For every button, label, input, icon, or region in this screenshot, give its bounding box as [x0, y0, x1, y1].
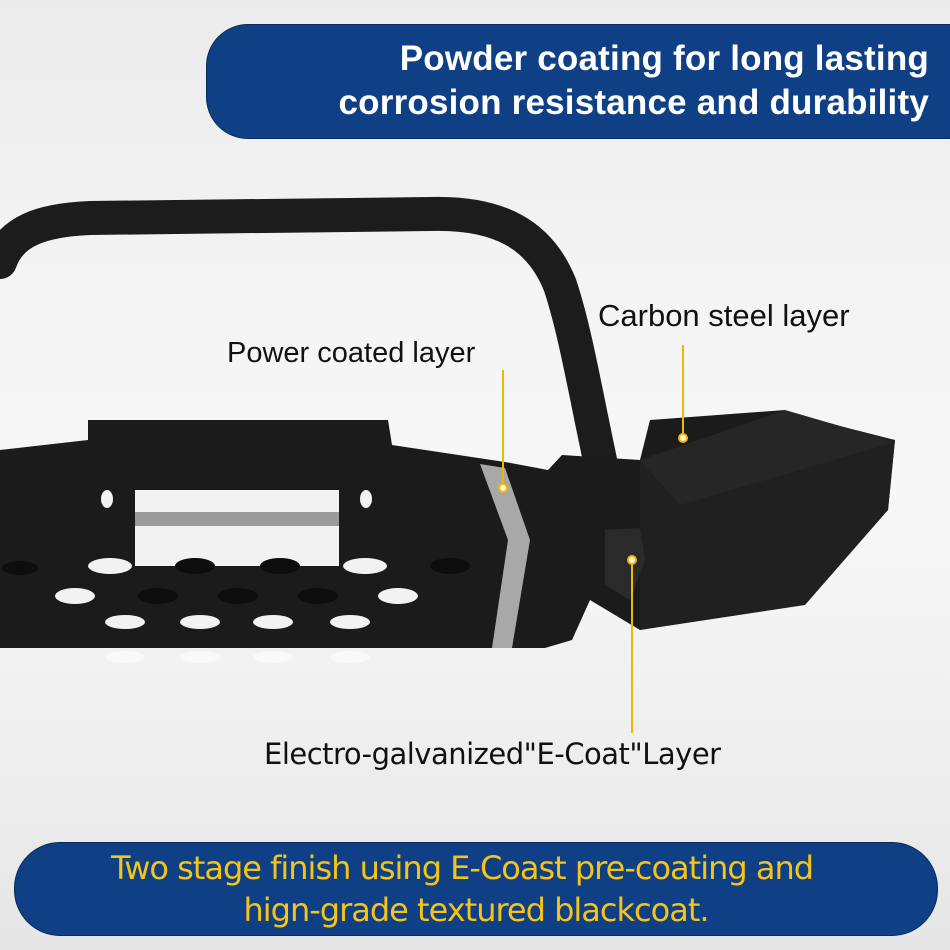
footer-line-1: Two stage finish using E-Coast pre-coati… [110, 849, 814, 887]
callout-carbon-steel-layer: Carbon steel layer [598, 298, 850, 333]
bumper-hoop [0, 196, 617, 477]
powder-coat-stripe [480, 464, 530, 648]
skid-plate-holes [2, 558, 470, 629]
footer-banner: Two stage finish using E-Coast pre-coati… [14, 842, 938, 936]
shackle-mount [605, 528, 645, 600]
callout-e-coat-layer: Electro-galvanized"E-Coat"Layer [264, 737, 721, 771]
footer-line-2: hign-grade textured blackcoat. [243, 891, 709, 929]
callout-power-coated-layer: Power coated layer [227, 337, 476, 369]
header-line-2: corrosion resistance and durability [338, 83, 929, 122]
callout-markers [498, 345, 688, 733]
winch-opening [135, 490, 339, 566]
header-banner: Powder coating for long lasting corrosio… [206, 24, 950, 139]
header-line-1: Powder coating for long lasting [399, 39, 929, 78]
